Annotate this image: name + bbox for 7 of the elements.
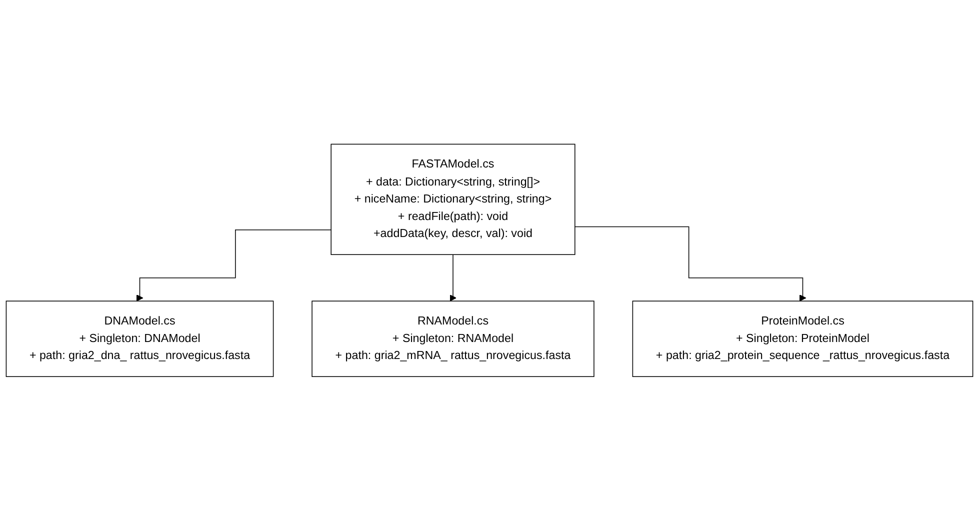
node-box: ProteinModel.cs + Singleton: ProteinModel + path: gria2_protein_sequence _rattus_nrovegicus.fasta xyxy=(632,300,974,378)
node-box: FASTAModel.cs + data: Dictionary<string, string[]> + niceName: Dictionary<string, string> + readFile(path): void +addData(key, descr, val): void xyxy=(330,144,576,256)
node-box: DNAModel.cs + Singleton: DNAModel + path: gria2_dna_ rattus_nrovegicus.fasta xyxy=(6,300,274,378)
arrow xyxy=(574,226,806,302)
arrow xyxy=(450,254,456,302)
arrow xyxy=(136,230,332,302)
node-box: RNAModel.cs + Singleton: RNAModel + path: gria2_mRNA_ rattus_nrovegicus.fasta xyxy=(312,300,594,378)
